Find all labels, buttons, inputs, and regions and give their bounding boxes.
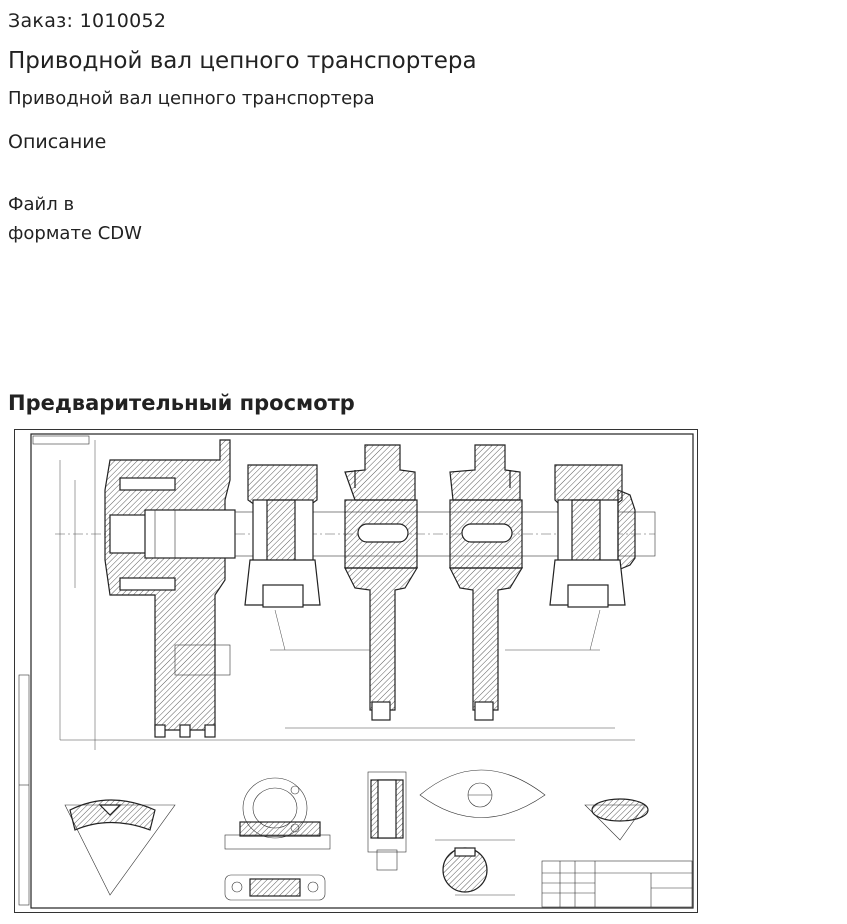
corner-label-box — [32, 435, 90, 445]
shaft-body — [234, 511, 656, 557]
left-bearing-cap — [247, 464, 318, 506]
right-end-cover — [617, 489, 636, 571]
bolt-view — [367, 771, 407, 853]
product-subtitle: Приводной вал цепного транспортера — [8, 88, 375, 109]
drawing-frame — [30, 433, 694, 909]
file-format-line-1: Файл в — [8, 194, 75, 215]
sprocket-2-arm — [449, 567, 524, 711]
file-format-line-2: формате CDW — [8, 223, 142, 244]
drawing-preview-image[interactable] — [14, 429, 698, 913]
side-stamp — [18, 674, 30, 906]
bearing-housing-view — [242, 777, 308, 839]
order-number: Заказ: 1010052 — [8, 10, 167, 32]
preview-heading: Предварительный просмотр — [8, 391, 355, 415]
bearing-housing-top — [224, 874, 326, 901]
technical-drawing — [18, 433, 694, 909]
title-block — [541, 860, 693, 908]
sprocket-1-arm — [344, 567, 419, 711]
sprocket-1-keyway — [357, 523, 409, 543]
lens-view — [419, 769, 546, 818]
description-heading: Описание — [8, 131, 107, 153]
product-title: Приводной вал цепного транспортера — [8, 48, 477, 74]
right-bearing-cap — [554, 464, 623, 506]
sprocket-2-keyway — [461, 523, 513, 543]
left-shaft-end — [144, 509, 236, 559]
